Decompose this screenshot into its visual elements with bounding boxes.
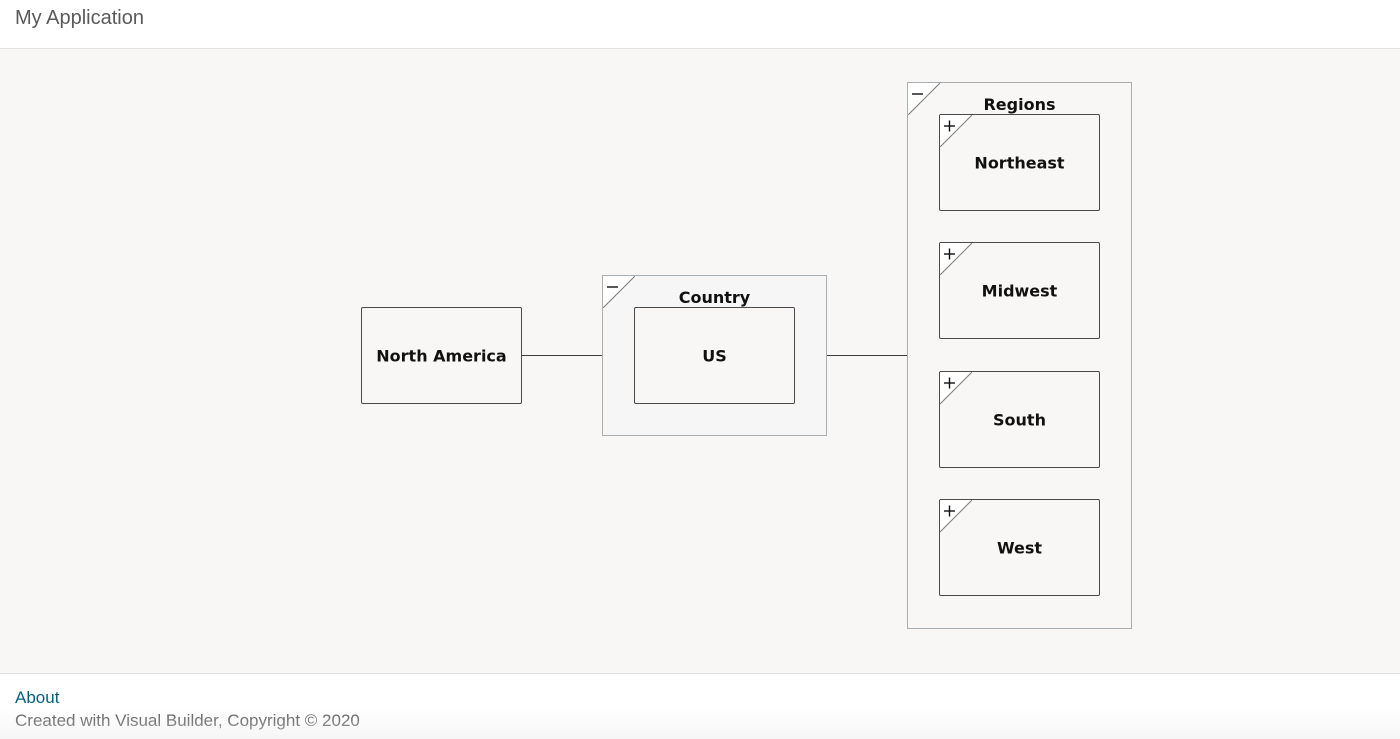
group-country[interactable]: Country US: [602, 275, 827, 436]
group-title: Country: [678, 288, 751, 307]
app-header: My Application: [0, 0, 1400, 49]
node-south[interactable]: South: [939, 371, 1100, 468]
expand-icon[interactable]: [940, 372, 972, 404]
node-west[interactable]: West: [939, 499, 1100, 596]
expand-icon[interactable]: [940, 115, 972, 147]
expand-icon[interactable]: [940, 243, 972, 275]
app-footer: About Created with Visual Builder, Copyr…: [0, 673, 1400, 739]
node-label: Northeast: [974, 153, 1065, 172]
about-link[interactable]: About: [15, 688, 60, 707]
app-title: My Application: [15, 7, 144, 29]
group-title: Regions: [983, 95, 1056, 114]
diagram-canvas[interactable]: North America Country US Regions: [0, 49, 1400, 673]
node-label: Midwest: [981, 281, 1058, 300]
node-label: West: [996, 538, 1043, 557]
connector-root-country: [522, 355, 602, 356]
node-northeast[interactable]: Northeast: [939, 114, 1100, 211]
group-regions[interactable]: Regions Northeast M: [907, 82, 1132, 629]
node-north-america[interactable]: North America: [361, 307, 522, 404]
connector-country-regions: [827, 355, 907, 356]
node-label: South: [993, 410, 1046, 429]
collapse-icon[interactable]: [603, 276, 635, 308]
node-midwest[interactable]: Midwest: [939, 242, 1100, 339]
expand-icon[interactable]: [940, 500, 972, 532]
copyright-text: Created with Visual Builder, Copyright ©…: [15, 711, 360, 730]
node-label: US: [702, 346, 727, 365]
collapse-icon[interactable]: [908, 83, 940, 115]
node-label: North America: [376, 346, 507, 365]
node-us[interactable]: US: [634, 307, 795, 404]
